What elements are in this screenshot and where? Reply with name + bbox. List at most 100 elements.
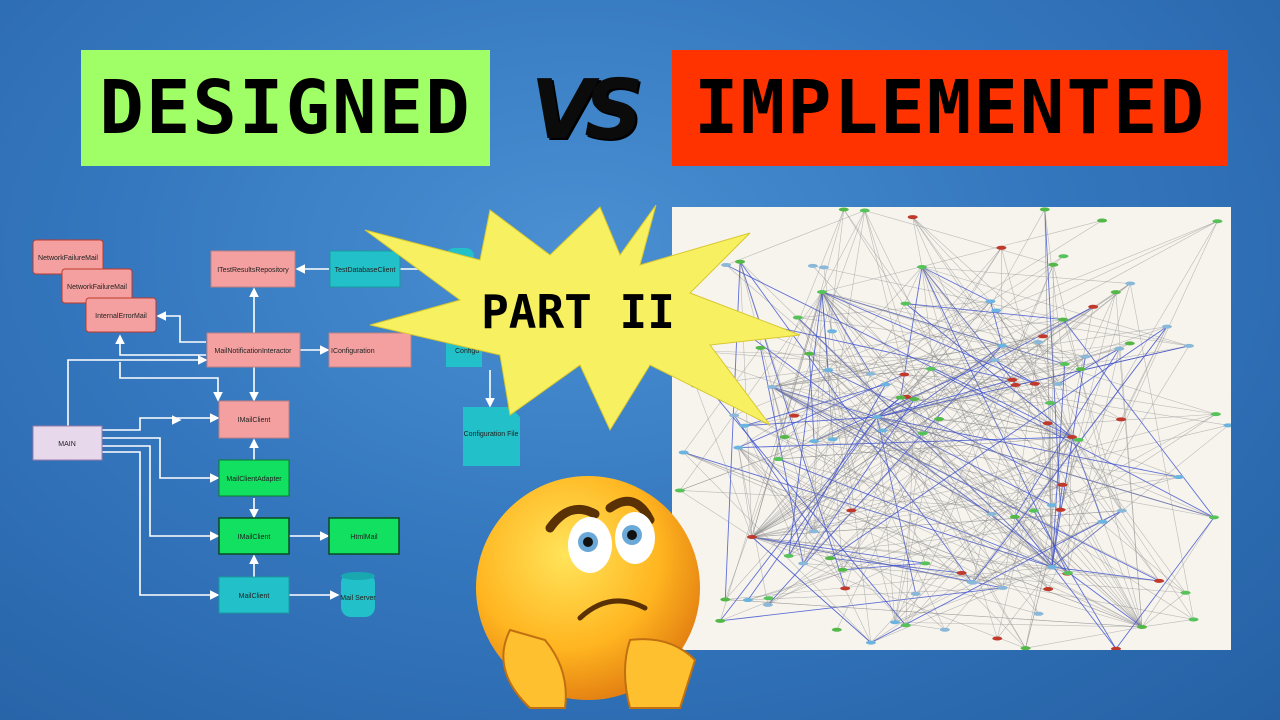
node-configuration-file: Configuration File — [463, 407, 520, 466]
node-mail-notification-interactor: MailNotificationInteractor — [206, 332, 301, 368]
graph-node — [1212, 219, 1223, 224]
graph-node — [986, 512, 997, 517]
svg-text:Configuration File: Configuration File — [464, 431, 519, 438]
graph-node — [925, 366, 936, 371]
graph-node — [899, 372, 910, 377]
graph-node — [767, 385, 777, 389]
graph-node — [808, 529, 819, 534]
graph-node — [846, 508, 857, 513]
graph-node — [877, 428, 888, 433]
implemented-banner: IMPLEMENTED — [672, 50, 1228, 166]
graph-node — [920, 561, 931, 566]
graph-node — [1057, 482, 1068, 487]
node-network-failure-mail-2: NetworkFailureMail — [61, 268, 133, 304]
graph-node — [827, 329, 838, 334]
svg-text:HtmlMail: HtmlMail — [350, 534, 378, 541]
graph-node — [1114, 346, 1125, 351]
graph-node — [1010, 382, 1021, 387]
graph-node — [895, 395, 906, 400]
designed-title: DESIGNED — [99, 65, 472, 151]
graph-node — [1059, 362, 1070, 367]
graph-node — [1154, 578, 1165, 583]
graph-node — [1124, 341, 1135, 346]
graph-node — [1045, 401, 1056, 406]
graph-node — [783, 553, 794, 558]
graph-node — [1048, 262, 1059, 267]
graph-node — [733, 445, 744, 450]
graph-node — [917, 431, 928, 436]
graph-node — [747, 535, 757, 539]
graph-node — [1208, 515, 1219, 520]
svg-text:ITestResultsRepository: ITestResultsRepository — [217, 267, 289, 274]
graph-node — [1037, 334, 1048, 339]
graph-node — [859, 208, 870, 213]
graph-node — [1073, 437, 1084, 442]
graph-node — [721, 262, 732, 267]
graph-node — [838, 207, 849, 212]
graph-node — [1161, 324, 1172, 329]
implemented-graph — [672, 207, 1231, 650]
graph-node — [1043, 587, 1054, 592]
svg-text:MailNotificationInteractor: MailNotificationInteractor — [214, 348, 292, 355]
svg-text:Mail Server: Mail Server — [340, 595, 376, 602]
graph-node — [1088, 304, 1099, 309]
graph-node — [1058, 317, 1069, 322]
graph-node — [715, 618, 726, 623]
svg-text:TestDatabaseClient: TestDatabaseClient — [335, 267, 396, 274]
node-itest-results-repository: ITestResultsRepository — [210, 250, 296, 288]
graph-node — [739, 423, 750, 428]
graph-node — [1058, 254, 1069, 259]
graph-node — [1053, 382, 1064, 387]
graph-node — [1009, 514, 1020, 519]
graph-node — [956, 570, 967, 575]
svg-text:InternalErrorMail: InternalErrorMail — [95, 313, 147, 320]
part-ii-label: PART II — [481, 285, 675, 339]
graph-node — [827, 437, 838, 442]
node-mail-server: Mail Server — [340, 572, 376, 617]
graph-node — [1110, 290, 1121, 295]
graph-node — [1007, 377, 1018, 382]
graph-node — [1097, 218, 1108, 223]
graph-node — [872, 415, 882, 419]
graph-node — [1028, 508, 1039, 513]
graph-node — [1033, 611, 1044, 616]
graph-node — [997, 585, 1008, 590]
graph-node — [807, 263, 818, 268]
graph-node — [1039, 207, 1050, 212]
graph-node — [762, 602, 773, 607]
graph-node — [1173, 475, 1184, 480]
graph-node — [823, 368, 834, 373]
graph-node — [1047, 565, 1057, 569]
graph-node — [939, 627, 950, 632]
graph-node — [720, 597, 731, 602]
graph-node — [831, 627, 842, 632]
graph-node — [1075, 367, 1086, 372]
node-main: MAIN — [32, 425, 103, 461]
graph-node — [735, 259, 746, 264]
graph-node — [809, 439, 820, 444]
graph-node — [1125, 281, 1136, 286]
graph-node — [934, 417, 945, 422]
graph-node — [1184, 343, 1195, 348]
graph-node — [1210, 412, 1221, 417]
graph-node — [773, 457, 784, 462]
node-mail-client: MailClient — [218, 576, 290, 614]
graph-node — [996, 245, 1007, 250]
graph-node — [1033, 340, 1044, 345]
graph-node — [992, 636, 1003, 641]
graph-node — [989, 358, 1000, 363]
graph-node — [678, 450, 689, 455]
graph-node — [907, 215, 918, 220]
svg-text:IMailClient: IMailClient — [238, 534, 271, 541]
svg-text:Configu: Configu — [455, 348, 479, 355]
graph-node — [1080, 354, 1091, 359]
graph-node — [865, 640, 876, 645]
part-ii-burst — [364, 205, 801, 432]
graph-node — [991, 308, 1002, 313]
graph-node — [1116, 508, 1127, 513]
node-test-database-client: TestDatabaseClient — [329, 250, 401, 288]
node-imailclient-interface: IMailClient — [218, 400, 290, 439]
node-imailclient-green: IMailClient — [218, 517, 290, 555]
graph-node — [779, 434, 790, 439]
graph-node — [1020, 646, 1031, 650]
